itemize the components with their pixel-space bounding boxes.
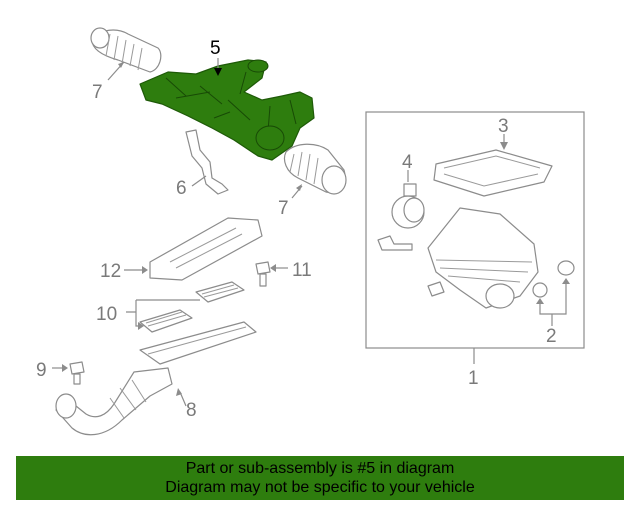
callout-11: 11 <box>292 260 312 281</box>
part-4-sensor[interactable] <box>391 183 425 229</box>
callout-7-upper: 7 <box>92 82 103 103</box>
parts-diagram: 7 5 6 7 12 11 1 <box>36 27 585 436</box>
callout-8: 8 <box>186 400 197 421</box>
banner-line-2: Diagram may not be specific to your vehi… <box>165 479 475 496</box>
part-5-intake-duct[interactable] <box>139 59 315 161</box>
part-12-cover[interactable] <box>149 217 263 281</box>
part-7-lower-hose[interactable] <box>283 143 347 195</box>
air-cleaner-housing[interactable] <box>377 207 539 309</box>
callout-1: 1 <box>468 368 479 389</box>
notice-banner: Part or sub-assembly is #5 in diagram Di… <box>16 456 624 500</box>
callout-7-lower: 7 <box>278 198 289 219</box>
part-9-bolt[interactable] <box>69 361 85 385</box>
part-7-upper-hose[interactable] <box>90 27 162 73</box>
banner-line-1: Part or sub-assembly is #5 in diagram <box>185 460 455 477</box>
callout-2: 2 <box>546 326 557 347</box>
callout-5: 5 <box>210 38 221 59</box>
callout-9: 9 <box>36 360 47 381</box>
callout-10: 10 <box>96 304 117 325</box>
part-8-lower-duct[interactable] <box>55 321 257 436</box>
assembly-1-box <box>365 111 585 349</box>
part-6-bracket[interactable] <box>185 129 229 195</box>
part-11-bolt[interactable] <box>255 261 271 287</box>
callout-3: 3 <box>498 116 509 137</box>
callout-4: 4 <box>402 152 413 173</box>
part-2-grommets[interactable] <box>532 260 575 298</box>
part-3-filter[interactable] <box>433 149 553 197</box>
callout-12: 12 <box>100 261 121 282</box>
part-10-gaskets[interactable] <box>139 281 245 333</box>
callout-6: 6 <box>176 178 187 199</box>
